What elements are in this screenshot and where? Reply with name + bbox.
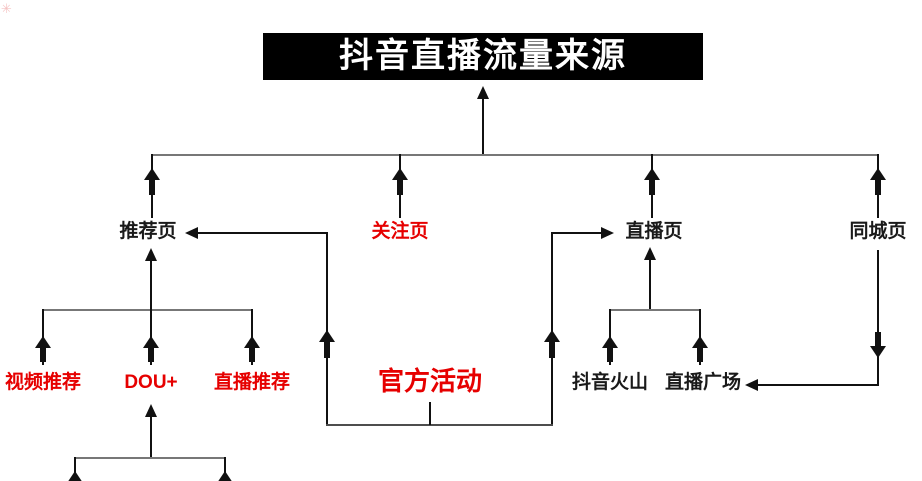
arrowhead-left-to-plaza (745, 379, 758, 391)
connector-title-stem (482, 98, 484, 155)
arrowhead-bold-up-city (870, 168, 886, 180)
arrowhead-up-to-recommend (145, 248, 157, 261)
arrowhead-bold-up-follow (392, 168, 408, 180)
arrowstem-bold-live (649, 180, 655, 195)
node-recommend-page: 推荐页 (119, 221, 177, 242)
arrowhead-bold-up-video-recommend (35, 336, 51, 348)
node-live-plaza: 直播广场 (664, 372, 741, 393)
arrowhead-bold-up-live (644, 168, 660, 180)
connector-live-horizontal (609, 309, 701, 311)
connector-main-horizontal (152, 154, 879, 156)
connector-dou-plus-horizontal (74, 457, 225, 459)
connector-recommend-horizontal (42, 309, 253, 311)
arrowstem-bold-live-recommend (249, 348, 255, 362)
connector-official-to-recommend (197, 232, 328, 234)
node-follow-page: 关注页 (371, 221, 429, 242)
arrowhead-up-to-title (477, 86, 489, 99)
arrowhead-left-to-recommend (185, 227, 198, 239)
arrowhead-right-to-live (601, 227, 614, 239)
arrowhead-bold-up-dou-right-partial (217, 471, 233, 481)
arrowhead-bold-up-dou-plus (143, 336, 159, 348)
arrowhead-up-to-dou-plus (145, 404, 157, 417)
connector-official-to-live (552, 232, 601, 234)
arrowstem-bold-city-down (875, 332, 881, 346)
connector-official-right-vertical (551, 232, 553, 425)
connector-dou-plus-left-child-stem (74, 457, 76, 481)
arrowstem-bold-official-right (549, 342, 555, 358)
node-live-recommend: 直播推荐 (213, 372, 290, 393)
arrowstem-bold-plaza (697, 348, 703, 362)
arrowhead-bold-up-live-recommend (244, 336, 260, 348)
connector-live-child-stem (649, 259, 651, 310)
connector-city-vertical (877, 250, 879, 385)
connector-city-to-plaza (752, 384, 879, 386)
arrowhead-bold-up-official-right (544, 330, 560, 342)
arrowstem-bold-follow (397, 180, 403, 195)
arrowstem-bold-dou-plus (148, 348, 154, 362)
arrowstem-bold-official-left (324, 342, 330, 358)
node-official-activity: 官方活动 (377, 366, 482, 396)
connector-official-left-vertical (326, 232, 328, 425)
arrowstem-bold-video-recommend (40, 348, 46, 362)
connector-recommend-child-stem (150, 260, 152, 310)
connector-official-bottom (326, 424, 553, 426)
arrowstem-bold-city (875, 180, 881, 195)
connector-dou-plus-child-stem (150, 416, 152, 458)
corner-asterisk-icon: ✳ (1, 1, 12, 16)
connector-dou-plus-right-child-stem (224, 457, 226, 481)
arrowstem-bold-recommend (149, 180, 155, 195)
arrowhead-up-to-live (644, 247, 656, 260)
arrowhead-bold-up-dou-left-partial (67, 471, 83, 481)
arrowhead-bold-up-official-left (319, 330, 335, 342)
diagram-title: 抖音直播流量来源 (263, 33, 703, 80)
arrowstem-bold-volcano (607, 348, 613, 362)
node-video-recommend: 视频推荐 (4, 372, 81, 393)
node-city-page: 同城页 (849, 221, 907, 242)
connector-official-stem (429, 402, 431, 425)
node-live-page: 直播页 (625, 221, 683, 242)
arrowhead-bold-up-recommend (144, 168, 160, 180)
arrowhead-bold-up-volcano (602, 336, 618, 348)
arrowhead-bold-down-city (870, 346, 886, 358)
node-douyin-volcano: 抖音火山 (571, 372, 648, 393)
node-dou-plus: DOU+ (124, 372, 178, 393)
arrowhead-bold-up-plaza (692, 336, 708, 348)
